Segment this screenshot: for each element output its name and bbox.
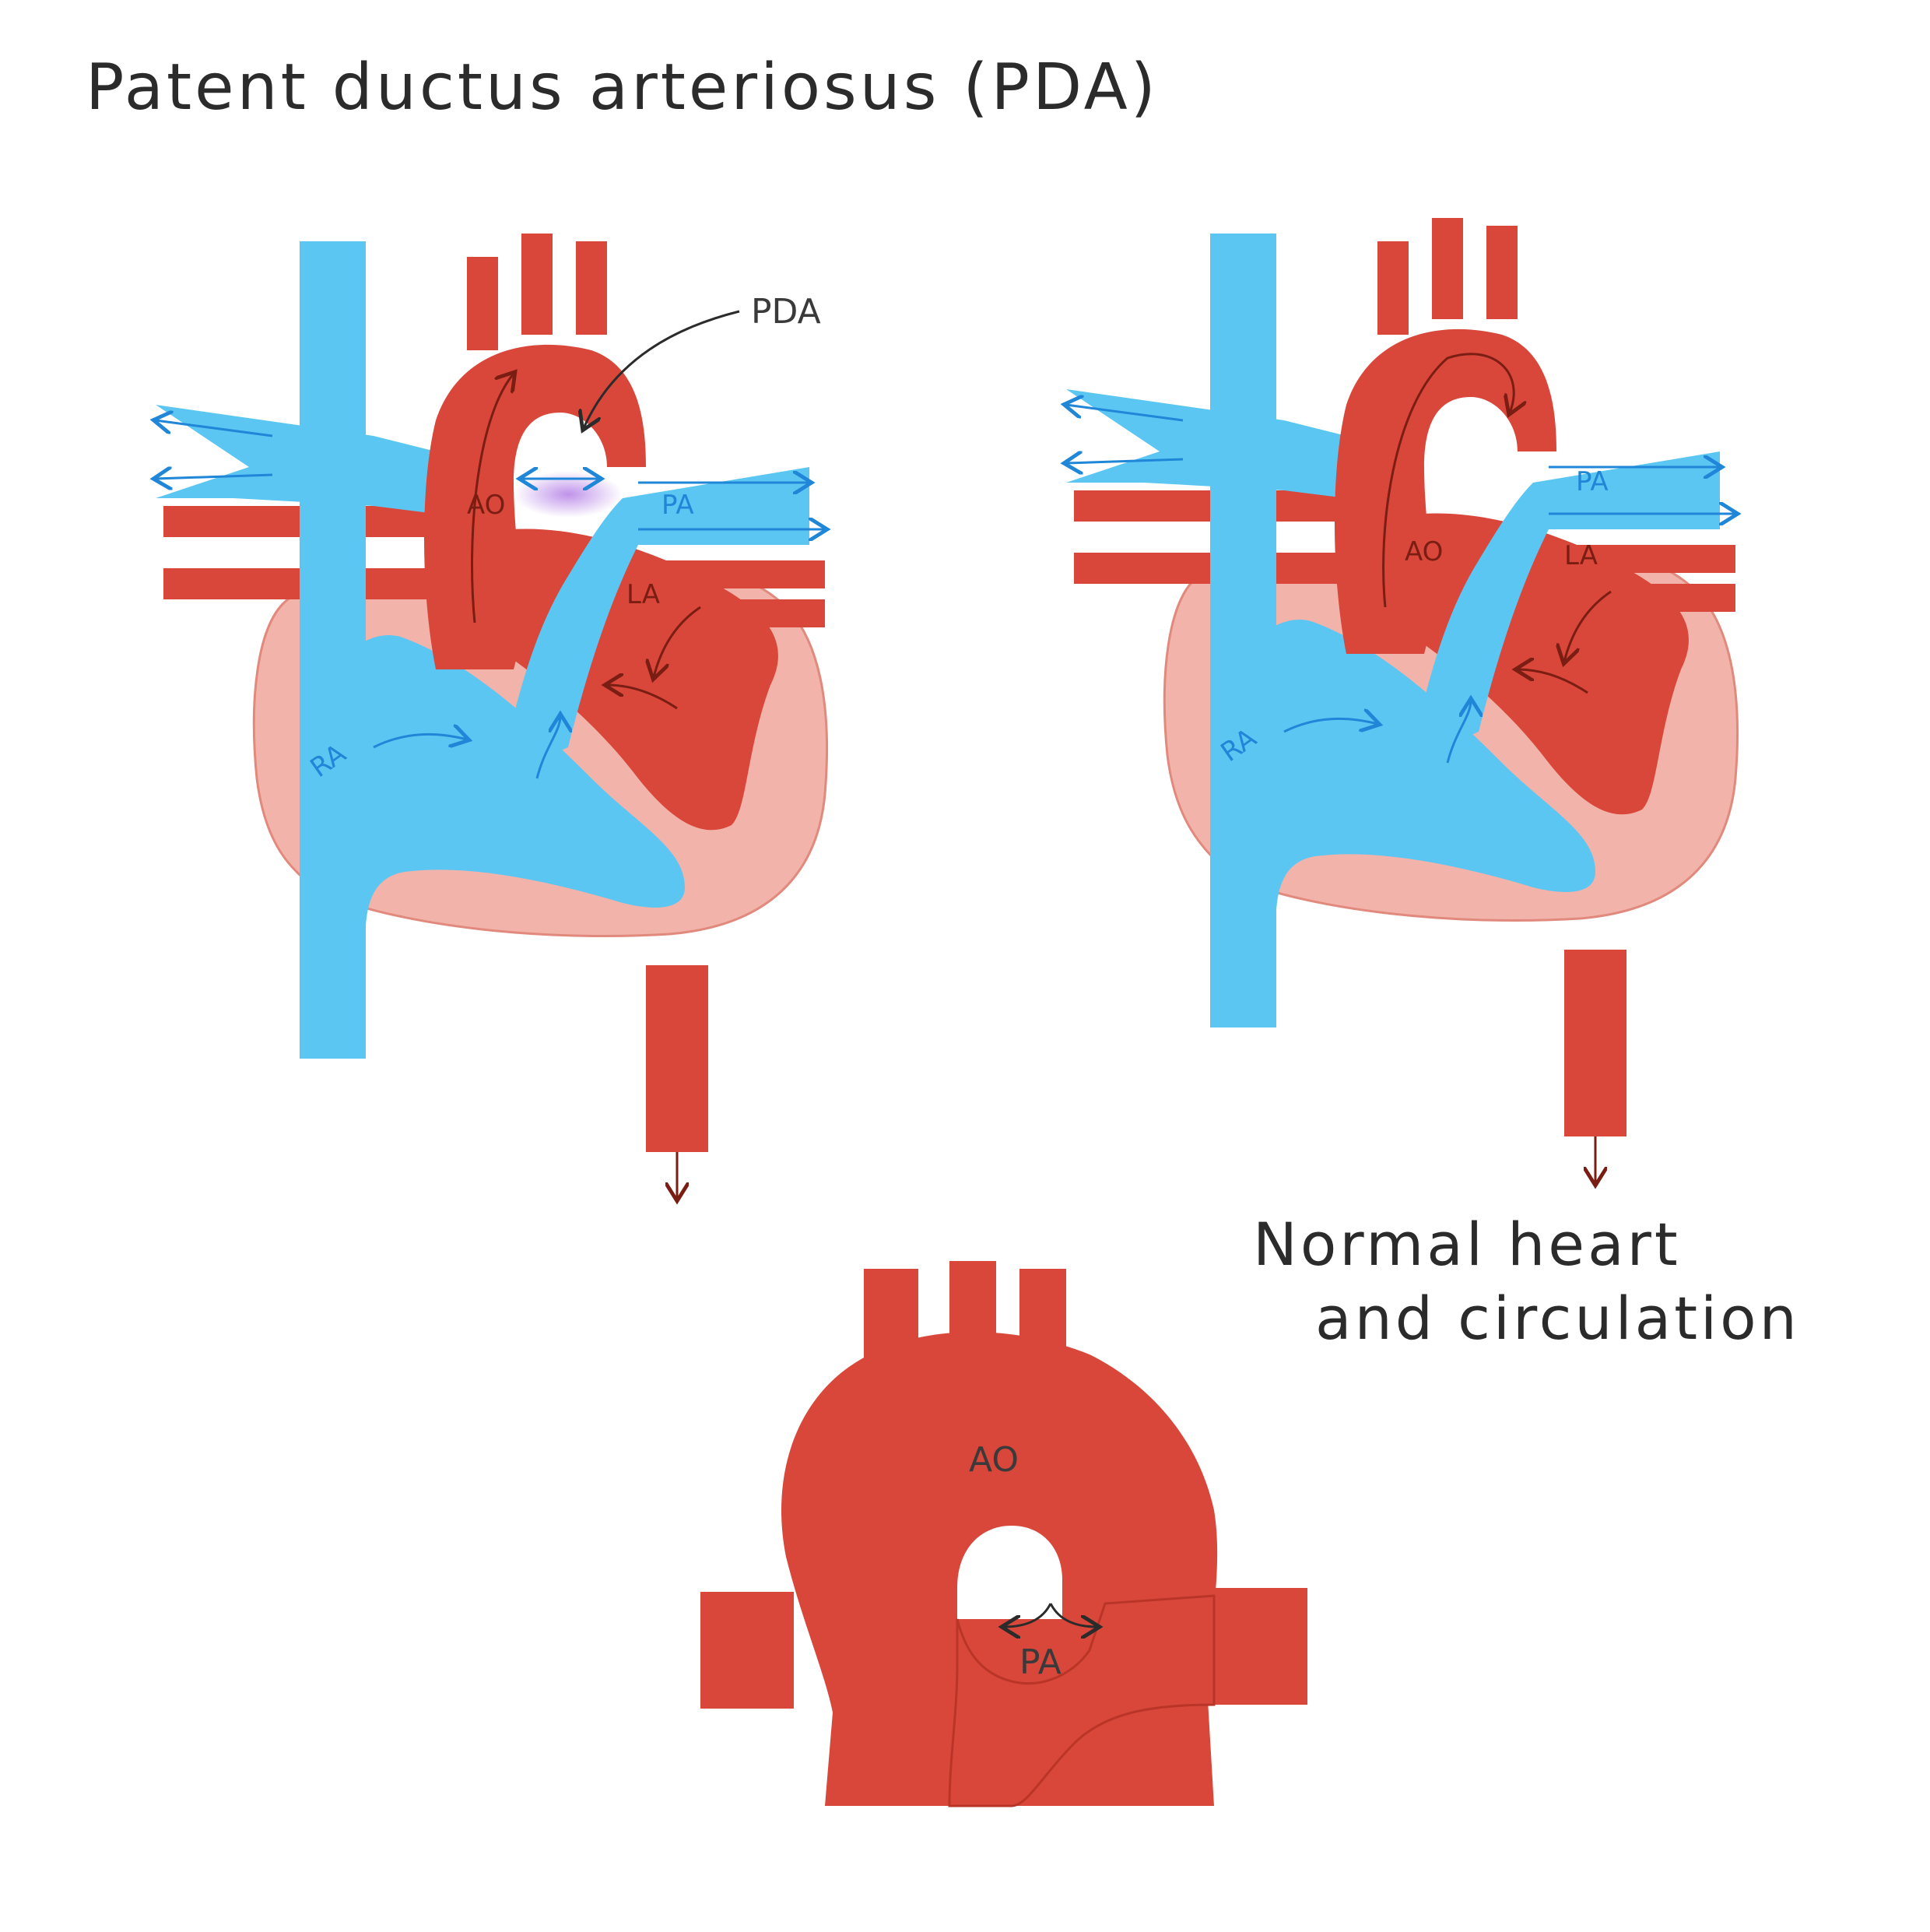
descending-aorta [646, 965, 708, 1152]
right-pulmonary-branches [1066, 389, 1346, 498]
pda-label-la: LA [626, 579, 660, 610]
aortic-branches [1377, 218, 1518, 335]
normal-heart-illustration: AO PA LA RA [1066, 218, 1738, 1183]
pda-callout-label: PDA [751, 292, 821, 332]
pda-label-ao: AO [467, 490, 505, 521]
pda-heart-illustration: PDA AO PA LA RA [156, 234, 827, 1199]
normal-label-la: LA [1564, 540, 1598, 571]
pda-label-pa: PA [661, 490, 694, 521]
descending-aorta [1564, 950, 1626, 1136]
aorta-pa-detail: AO PA [700, 1261, 1307, 1806]
right-pulmonary-branches [156, 405, 436, 514]
diagram-title: Patent ductus arteriosus (PDA) [86, 51, 1159, 125]
normal-heart-caption-line1: Normal heart [1253, 1210, 1681, 1279]
detail-label-ao: AO [969, 1440, 1019, 1480]
normal-label-pa: PA [1576, 466, 1609, 497]
pulmonary-artery-left [700, 1592, 794, 1709]
detail-label-pa: PA [1019, 1642, 1062, 1682]
aortic-branches [467, 234, 607, 350]
normal-heart-caption-line2: and circulation [1315, 1284, 1800, 1353]
normal-label-ao: AO [1405, 536, 1443, 567]
